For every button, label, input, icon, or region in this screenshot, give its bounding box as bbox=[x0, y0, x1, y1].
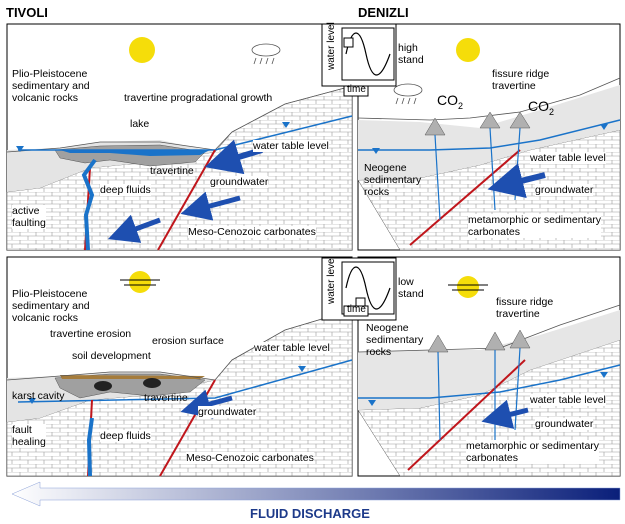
graph-bottom-xlabel: time bbox=[347, 304, 366, 315]
fluid-discharge-label: FLUID DISCHARGE bbox=[250, 506, 370, 521]
water-table-marker-2 bbox=[282, 122, 290, 128]
hazy-sun-icon bbox=[120, 271, 160, 293]
label-carbonates-high: Meso-Cenozoic carbonates bbox=[188, 226, 316, 238]
label-prog: travertine progradational growth bbox=[124, 92, 273, 104]
label-plio-high: Plio-Pleistocene sedimentary and volcani… bbox=[12, 68, 90, 104]
tivoli-high-groundwater-arrow-3 bbox=[107, 214, 161, 243]
label-meta-high: metamorphic or sedimentary carbonates bbox=[468, 214, 602, 238]
tivoli-low-soil bbox=[60, 375, 205, 379]
water-table-marker-3 bbox=[372, 148, 380, 154]
label-meta-low: metamorphic or sedimentary carbonates bbox=[466, 440, 600, 464]
denizli-high-neogene bbox=[358, 85, 620, 180]
tivoli-low-travertine bbox=[54, 373, 206, 399]
label-water-table-denizli-low: water table level bbox=[530, 394, 606, 406]
denizli-high-topography bbox=[357, 77, 621, 121]
header-denizli: DENIZLI bbox=[358, 5, 409, 20]
denizli-low-fault bbox=[407, 359, 526, 471]
sun-icon bbox=[456, 38, 480, 62]
label-plio-low: Plio-Pleistocene sedimentary and volcani… bbox=[12, 288, 90, 324]
label-travertine-high: travertine bbox=[150, 165, 194, 177]
graph-top-note: high stand bbox=[398, 42, 424, 66]
water-table-marker-1 bbox=[16, 146, 24, 152]
label-groundwater-tivoli-high: groundwater bbox=[210, 176, 269, 188]
label-travertine-erosion: travertine erosion bbox=[50, 328, 132, 340]
label-travertine-low: travertine bbox=[144, 392, 188, 404]
header-tivoli: TIVOLI bbox=[6, 5, 48, 20]
label-water-table-tivoli-low: water table level bbox=[254, 342, 330, 354]
denizli-low-neogene bbox=[358, 310, 620, 410]
water-table-marker-5 bbox=[28, 398, 36, 404]
label-deep-fluids-high: deep fluids bbox=[100, 184, 151, 196]
label-carbonates-low: Meso-Cenozoic carbonates bbox=[186, 452, 314, 464]
label-fault-healing: fault healing bbox=[12, 424, 46, 448]
water-table-marker-7 bbox=[368, 400, 376, 406]
tivoli-high-groundwater-arrow-1 bbox=[204, 139, 263, 175]
water-table-marker-8 bbox=[600, 372, 608, 378]
label-groundwater-denizli-high: groundwater bbox=[535, 184, 594, 196]
label-active-faulting: active faulting bbox=[12, 205, 46, 229]
tivoli-low-deep-fluids bbox=[86, 417, 94, 477]
tivoli-high-topography bbox=[6, 85, 353, 153]
denizli-high-water-table bbox=[358, 119, 621, 151]
tivoli-high-deep-fluids bbox=[81, 158, 97, 251]
tivoli-low-topography bbox=[6, 309, 353, 381]
tivoli-low-water-table bbox=[17, 359, 353, 403]
label-erosion-surface: erosion surface bbox=[152, 335, 224, 347]
label-groundwater-tivoli-low: groundwater bbox=[198, 406, 257, 418]
rain-cloud-icon bbox=[251, 43, 281, 65]
water-table-marker-6 bbox=[298, 366, 306, 372]
rain-cloud-icon bbox=[393, 83, 423, 105]
graph-bottom-note: low stand bbox=[398, 276, 424, 300]
tivoli-high-lake bbox=[60, 150, 210, 156]
sun-icon bbox=[129, 37, 155, 63]
label-fissure-low: fissure ridge travertine bbox=[496, 296, 554, 320]
tivoli-high-groundwater-arrow-2 bbox=[180, 191, 241, 221]
hazy-sun-icon bbox=[448, 276, 488, 298]
label-neogene-low: Neogene sedimentary rocks bbox=[366, 322, 424, 358]
label-karst: karst cavity bbox=[12, 390, 65, 402]
label-soil: soil development bbox=[72, 350, 151, 362]
label-groundwater-denizli-low: groundwater bbox=[535, 418, 594, 430]
label-neogene-high: Neogene sedimentary rocks bbox=[364, 162, 422, 198]
water-table-marker-4 bbox=[600, 124, 608, 130]
label-fissure-high: fissure ridge travertine bbox=[492, 68, 550, 92]
graph-bottom-ylabel: water level bbox=[326, 256, 337, 304]
label-water-table-denizli-high: water table level bbox=[530, 152, 606, 164]
karst-cavity bbox=[143, 378, 161, 388]
karst-cavity bbox=[94, 381, 112, 391]
denizli-low-water-table bbox=[358, 364, 621, 399]
graph-low-stand bbox=[321, 257, 397, 321]
graph-high-stand bbox=[321, 23, 397, 97]
label-co2-b: CO2 bbox=[528, 98, 555, 117]
graph-top-xlabel: time bbox=[347, 84, 366, 95]
denizli-low-groundwater-arrow bbox=[481, 399, 529, 429]
label-lake: lake bbox=[130, 118, 150, 130]
graph-top-ylabel: water level bbox=[326, 22, 337, 70]
label-deep-fluids-low: deep fluids bbox=[100, 430, 151, 442]
denizli-high-groundwater-arrow bbox=[487, 163, 546, 199]
fluid-discharge-arrow bbox=[11, 481, 621, 507]
label-water-table-tivoli-high: water table level bbox=[253, 140, 329, 152]
label-co2-a: CO2 bbox=[437, 92, 464, 111]
